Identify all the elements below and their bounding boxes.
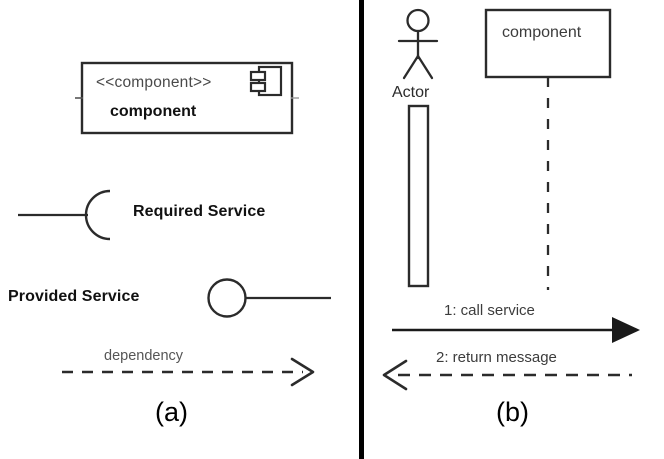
message-label-call-service: 1: call service <box>444 302 535 319</box>
dependency-label: dependency <box>104 348 184 364</box>
required-service-label: Required Service <box>133 203 266 220</box>
actor-icon <box>397 8 439 80</box>
panel-b-caption: (b) <box>496 397 529 427</box>
message-arrow-return-message <box>382 359 632 391</box>
provided-service-label: Provided Service <box>8 288 140 305</box>
actor-activation-bar <box>407 104 430 288</box>
actor-label: Actor <box>392 84 430 101</box>
component-icon <box>249 65 283 97</box>
message-label-return-message: 2: return message <box>436 349 557 366</box>
required-service-symbol <box>18 189 111 241</box>
sequence-component-label: component <box>502 24 582 41</box>
component-name: component <box>110 103 197 120</box>
message-arrow-call-service <box>392 317 640 343</box>
dependency-arrow <box>62 357 315 387</box>
sequence-component-box <box>484 8 612 79</box>
component-stereotype: <<component>> <box>96 74 212 91</box>
panel-a-caption: (a) <box>155 397 188 427</box>
provided-service-symbol <box>207 278 331 318</box>
